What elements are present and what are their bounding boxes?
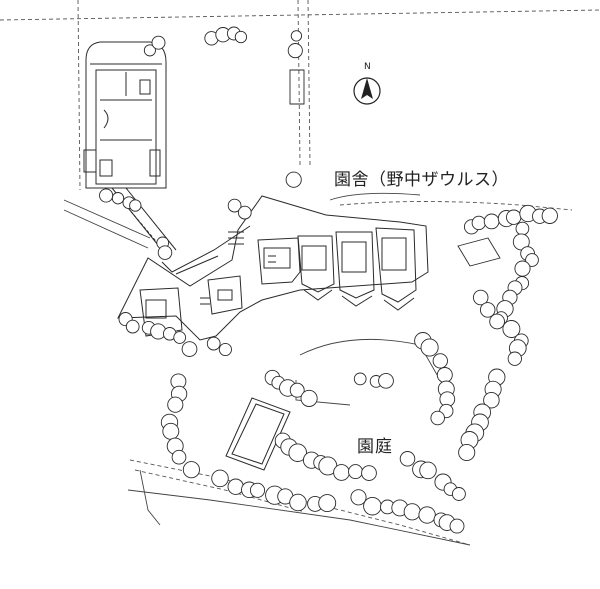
tree-icon (218, 342, 232, 357)
tree-icon (525, 253, 539, 267)
tree-icon (234, 30, 248, 44)
tree-icon (502, 320, 521, 338)
tree-icon (300, 389, 318, 407)
tree-icon (129, 199, 142, 212)
tree-icon (420, 338, 439, 357)
tree-icon (378, 372, 394, 389)
tree-icon (348, 464, 363, 480)
tree-icon (507, 351, 522, 366)
garden-pool (225, 397, 291, 471)
north-arrow-label: N (364, 62, 371, 72)
tree-icon (151, 35, 166, 50)
tree-icon (287, 43, 303, 59)
tree-icon (285, 171, 302, 188)
tree-icon (353, 372, 367, 386)
tree-icon (361, 465, 377, 481)
site-boundary (0, 0, 600, 546)
tree-icon (471, 215, 486, 231)
tree-icon (211, 469, 229, 488)
tree-icon (171, 449, 187, 465)
tree-icon (515, 221, 530, 236)
tree-icon (289, 382, 305, 398)
tree-icon (432, 353, 448, 369)
tree-icon (449, 518, 465, 534)
tree-icon (173, 331, 187, 344)
tree-icon (430, 410, 445, 426)
tree-icon (403, 503, 421, 521)
tree-icon (111, 192, 125, 205)
tree-icon (237, 205, 252, 220)
north-arrow-symbol (353, 77, 381, 105)
tree-icon (479, 302, 496, 318)
tree-icon (162, 422, 180, 440)
main-building (117, 195, 429, 341)
tree-icon (483, 391, 500, 409)
tree-icon (436, 367, 453, 383)
tree-icon (288, 443, 307, 462)
tree-icon (290, 30, 303, 42)
tree-icon (333, 464, 350, 481)
tree-icon (399, 451, 416, 467)
tree-canopies (99, 26, 558, 534)
building-label: 園舎（野中ザウルス） (334, 170, 509, 190)
tree-icon (167, 396, 184, 413)
tree-icon (143, 44, 156, 57)
tree-icon (458, 443, 476, 462)
tree-icon (99, 188, 114, 203)
tree-icon (514, 260, 531, 277)
tree-icon (182, 461, 200, 479)
tree-icon (227, 198, 242, 213)
tree-icon (472, 289, 489, 306)
tree-icon (363, 496, 382, 516)
tree-icon (125, 319, 140, 334)
tree-icon (318, 494, 337, 513)
tree-icon (483, 213, 500, 230)
tree-icon (451, 487, 466, 501)
tree-icon (181, 341, 198, 357)
tree-icon (418, 506, 436, 524)
annex-building (83, 41, 167, 189)
tree-icon (157, 245, 173, 260)
tree-icon (206, 336, 221, 351)
shed (289, 69, 501, 267)
tree-icon (289, 493, 307, 512)
tree-icon (249, 482, 266, 498)
tree-icon (419, 461, 437, 480)
tree-icon (227, 478, 244, 495)
tree-icon (506, 209, 522, 225)
tree-icon (350, 489, 367, 506)
garden-label: 園庭 (357, 437, 393, 457)
tree-icon (489, 313, 505, 330)
tree-icon (541, 207, 558, 224)
